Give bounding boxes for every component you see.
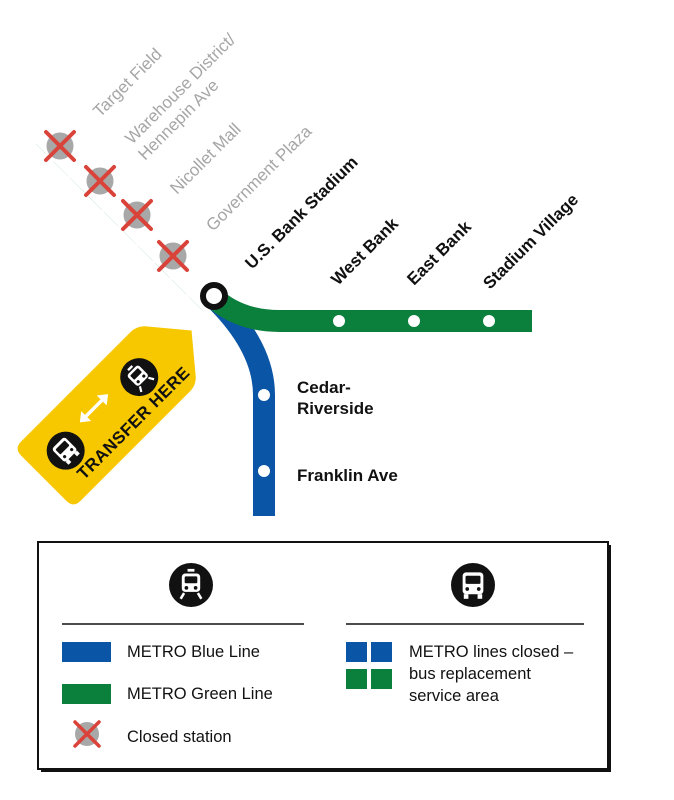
legend-label-blue: METRO Blue Line xyxy=(127,643,260,661)
legend-bus-icon xyxy=(451,563,495,607)
legend-label-closed-lines-1: METRO lines closed – xyxy=(409,643,574,661)
transfer-sign[interactable]: TRANSFER HERE xyxy=(14,301,221,508)
closed-station-warehouse-district[interactable] xyxy=(83,164,117,198)
legend-label-closed-lines-3: service area xyxy=(409,687,500,705)
station-stadium-village[interactable] xyxy=(479,311,499,331)
legend-swatch-checker xyxy=(346,642,392,689)
station-us-bank-stadium[interactable] xyxy=(200,282,228,310)
closed-station-target-field[interactable] xyxy=(43,129,77,163)
legend-label-closed: Closed station xyxy=(127,728,232,746)
closed-station-icon xyxy=(73,720,101,748)
legend-label-closed-lines-2: bus replacement xyxy=(409,665,531,683)
label-west-bank: West Bank xyxy=(327,214,402,289)
legend: METRO Blue Line METRO Green Line Closed … xyxy=(37,541,611,772)
label-franklin-ave: Franklin Ave xyxy=(297,466,398,485)
station-franklin-ave[interactable] xyxy=(254,461,274,481)
label-east-bank: East Bank xyxy=(403,217,475,289)
bus-icon xyxy=(46,431,85,470)
label-cedar: Cedar- xyxy=(297,378,351,397)
closed-station-nicollet-mall[interactable] xyxy=(120,198,154,232)
legend-swatch-blue xyxy=(62,642,111,662)
station-east-bank[interactable] xyxy=(404,311,424,331)
legend-swatch-green xyxy=(62,684,111,704)
label-riverside: Riverside xyxy=(297,399,374,418)
label-stadium-village: Stadium Village xyxy=(479,190,582,293)
train-icon xyxy=(120,358,159,397)
closed-station-government-plaza[interactable] xyxy=(156,239,190,273)
double-arrow-icon xyxy=(79,394,109,423)
legend-train-icon xyxy=(169,563,213,607)
station-west-bank[interactable] xyxy=(329,311,349,331)
station-cedar-riverside[interactable] xyxy=(254,385,274,405)
legend-label-green: METRO Green Line xyxy=(127,685,273,703)
